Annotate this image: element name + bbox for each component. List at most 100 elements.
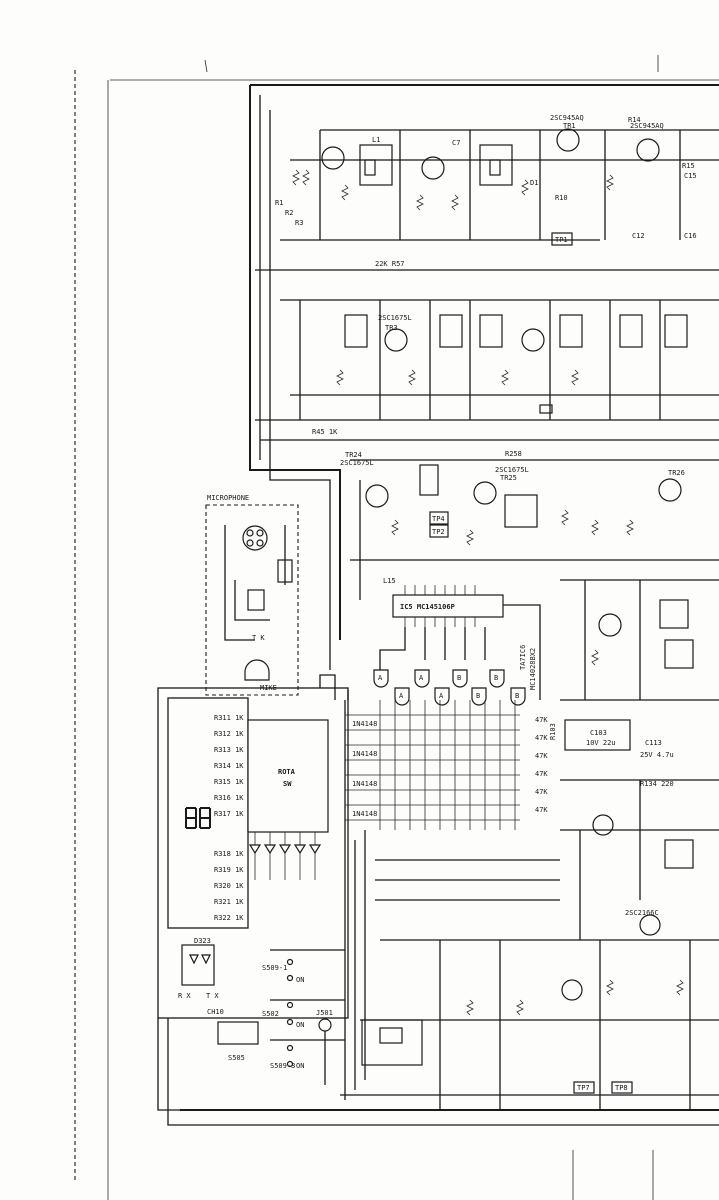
r317-label: R317 1K — [214, 810, 244, 818]
r47k-2: 47K — [535, 734, 548, 742]
rotary-switch-section: ROTA SW R311 1K R312 1K R313 1K R314 1K … — [157, 687, 349, 1062]
on-label-3: ON — [296, 1062, 304, 1070]
diode-matrix: 1N4148 1N4148 1N4148 1N4148 47K 47K 47K … — [344, 700, 560, 1100]
r321-label: R321 1K — [214, 898, 244, 906]
r314-label: R314 1K — [214, 762, 244, 770]
r3-label: R3 — [295, 219, 303, 227]
c7-label: C7 — [452, 139, 460, 147]
microphone-label: MICROPHONE — [207, 494, 249, 502]
c12-label: C12 — [632, 232, 645, 240]
s509-3-label: S509-3 — [270, 1062, 295, 1070]
c113-value: 25V 4.7u — [640, 751, 674, 759]
switch-section: S509-1 S502 S509-3 ON ON ON J501 — [262, 949, 345, 1085]
tr1-label: TR1 — [563, 122, 576, 130]
l15-label: L15 — [383, 577, 396, 585]
c16-label: C16 — [684, 232, 697, 240]
s502-label: S502 — [262, 1010, 279, 1018]
gate-a-1: A — [378, 674, 383, 682]
r322-label: R322 1K — [214, 914, 244, 922]
page-artifacts — [74, 55, 719, 1200]
on-label-2: ON — [296, 1021, 304, 1029]
ic5-label: IC5 MC145106P — [400, 603, 455, 611]
right-mid-section: C103 10V 22u C113 25V 4.7u R134 220 R103… — [549, 469, 719, 940]
c103-label: C103 — [590, 729, 607, 737]
tp1-label: TP1 — [555, 236, 568, 244]
r57-label: 22K R57 — [375, 260, 405, 268]
r319-label: R319 1K — [214, 866, 244, 874]
ch10-label: CH10 — [207, 1008, 224, 1016]
r10-label: R10 — [555, 194, 568, 202]
seven-segment-display — [185, 807, 211, 829]
c103-value: 10V 22u — [586, 739, 616, 747]
diode-label-1: 1N4148 — [352, 720, 377, 728]
r315-label: R315 1K — [214, 778, 244, 786]
r47k-1: 47K — [535, 716, 548, 724]
r47k-5: 47K — [535, 788, 548, 796]
r258-label: R258 — [505, 450, 522, 458]
r103-label: R103 — [549, 723, 557, 740]
ic6-sub-label: MC14028BX2 — [529, 648, 537, 690]
r313-label: R313 1K — [214, 746, 244, 754]
j501-label: J501 — [316, 1009, 333, 1017]
bus-lines — [157, 674, 349, 1126]
main-frame — [249, 84, 719, 670]
rx-label: R X — [178, 992, 191, 1000]
diode-label-4: 1N4148 — [352, 810, 377, 818]
s509-1-label: S509-1 — [262, 964, 287, 972]
tx-label: T X — [206, 992, 219, 1000]
microphone-box: MICROPHONE T K MIKE — [205, 494, 299, 696]
d323-label: D323 — [194, 937, 211, 945]
switch-diode-column — [248, 832, 322, 880]
diode-label-2: 1N4148 — [352, 750, 377, 758]
tr3-label: TR3 — [385, 324, 398, 332]
d1-label: D1 — [530, 179, 538, 187]
tp8-label: TP8 — [615, 1084, 628, 1092]
rota-label: ROTA — [278, 768, 296, 776]
tk-label: T K — [252, 634, 265, 642]
gate-b-2: B — [476, 692, 480, 700]
c15-label: C15 — [684, 172, 697, 180]
gate-a-2: A — [399, 692, 404, 700]
r45-label: R45 1K — [312, 428, 338, 436]
tp7-label: TP7 — [577, 1084, 590, 1092]
tr25-label: TR25 — [500, 474, 517, 482]
tr24-label: TR24 — [345, 451, 362, 459]
diode-label-3: 1N4148 — [352, 780, 377, 788]
tr24-part-label: 2SC1675L — [340, 459, 374, 467]
r318-label: R318 1K — [214, 850, 244, 858]
bottom-section: TP7 TP8 2SC2166C — [180, 909, 719, 1126]
gate-a-4: A — [439, 692, 444, 700]
s505-label: S505 — [228, 1054, 245, 1062]
r47k-6: 47K — [535, 806, 548, 814]
r47k-4: 47K — [535, 770, 548, 778]
logic-gates: A A A A B B B B — [373, 669, 526, 706]
r311-label: R311 1K — [214, 714, 244, 722]
gate-b-3: B — [494, 674, 498, 682]
ic5-pins — [404, 585, 476, 627]
gate-b-4: B — [515, 692, 519, 700]
tr3-part-label: 2SC1675L — [378, 314, 412, 322]
tr-bottom-part-label: 2SC2166C — [625, 909, 659, 917]
r320-label: R320 1K — [214, 882, 244, 890]
r14-label: R14 — [628, 116, 641, 124]
tp4-label: TP4 — [432, 515, 445, 523]
l1-label: L1 — [372, 136, 380, 144]
c113-label: C113 — [645, 739, 662, 747]
tr2-part-label: 2SC945AQ — [630, 122, 664, 130]
rota-sub-label: SW — [283, 780, 292, 788]
r134-label: R134 220 — [640, 780, 674, 788]
rf-stage-row1: TP1 2SC945AQ TR1 2SC945AQ C7 L1 R1 R2 R3… — [275, 114, 719, 268]
gate-a-3: A — [419, 674, 424, 682]
r1-label: R1 — [275, 199, 283, 207]
on-label-1: ON — [296, 976, 304, 984]
r312-label: R312 1K — [214, 730, 244, 738]
tp2-label: TP2 — [432, 528, 445, 536]
synth-section: TP4 TP2 2SC1675L TR24 2SC1675L TR25 R258… — [340, 450, 719, 700]
tr26-label: TR26 — [668, 469, 685, 477]
ic6-label: TA7IC6 — [519, 645, 527, 670]
r316-label: R316 1K — [214, 794, 244, 802]
r15-label: R15 — [682, 162, 695, 170]
gate-b-1: B — [457, 674, 461, 682]
tr1-part-label: 2SC945AQ — [550, 114, 584, 122]
rf-stage-row2: 2SC1675L TR3 R45 1K — [280, 299, 719, 436]
